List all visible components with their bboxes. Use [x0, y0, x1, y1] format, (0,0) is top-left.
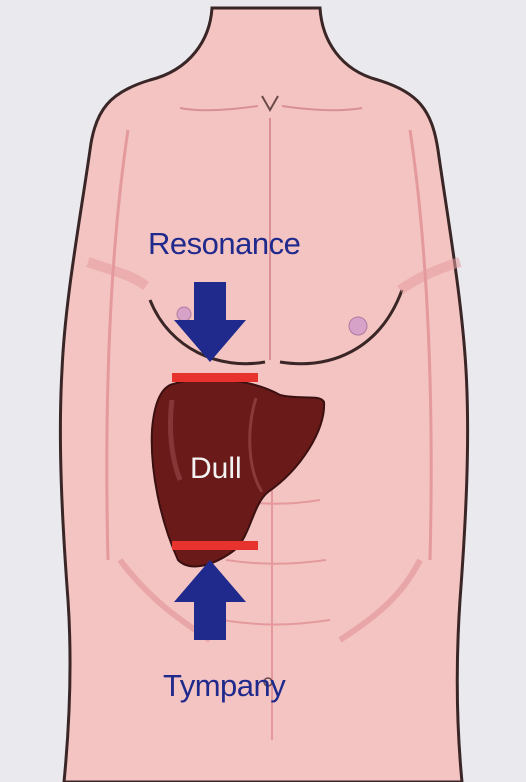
dull-label: Dull [190, 452, 242, 486]
resonance-label: Resonance [148, 226, 300, 262]
upper-boundary-line [172, 373, 258, 382]
nipple-right [349, 317, 367, 335]
lower-boundary-line [172, 541, 258, 550]
nipple-left [177, 307, 191, 321]
tympany-label: Tympany [163, 668, 285, 704]
